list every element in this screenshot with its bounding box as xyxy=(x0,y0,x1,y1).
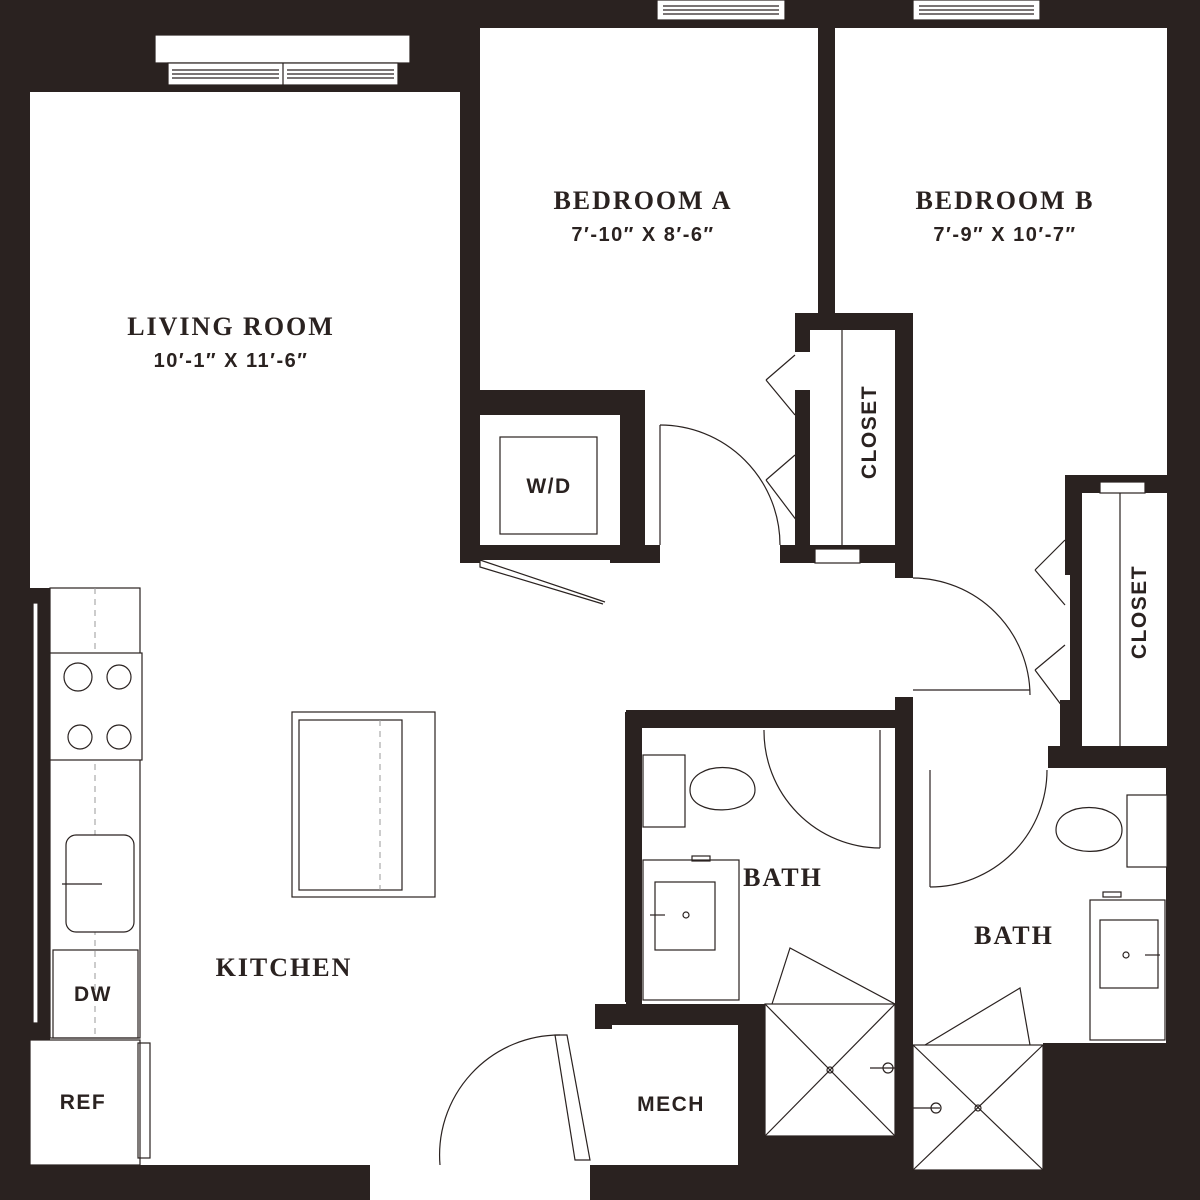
floor-areas xyxy=(30,28,1167,1200)
windows xyxy=(32,0,1041,1024)
kitchen-island xyxy=(291,711,436,898)
interior-walls xyxy=(30,330,810,1040)
closet-b-label: CLOSET xyxy=(1128,565,1151,659)
kitchen-label: KITCHEN xyxy=(216,953,353,982)
washer-dryer-label: W/D xyxy=(526,475,571,498)
bath-1-label: BATH xyxy=(743,863,823,892)
bath-1-fixtures xyxy=(642,754,896,1137)
bath-2-fixtures xyxy=(912,794,1168,1171)
kitchen-counter xyxy=(29,587,151,1166)
closet-shelves xyxy=(814,330,1146,746)
bedroom-a-label: BEDROOM A xyxy=(553,186,732,215)
bedroom-b-dimensions: 7′-9″ X 10′-7″ xyxy=(933,224,1076,246)
bath-2-label: BATH xyxy=(974,921,1054,950)
dishwasher-label: DW xyxy=(74,983,112,1006)
doors xyxy=(438,354,1066,1166)
bedroom-a-dimensions: 7′-10″ X 8′-6″ xyxy=(571,224,714,246)
washer-dryer-unit xyxy=(499,436,598,535)
refrigerator-label: REF xyxy=(60,1091,107,1114)
living-room-label: LIVING ROOM xyxy=(127,312,335,341)
mech-label: MECH xyxy=(637,1093,705,1116)
bedroom-b-label: BEDROOM B xyxy=(915,186,1094,215)
closet-a-label: CLOSET xyxy=(858,385,881,479)
living-room-dimensions: 10′-1″ X 11′-6″ xyxy=(154,350,309,372)
